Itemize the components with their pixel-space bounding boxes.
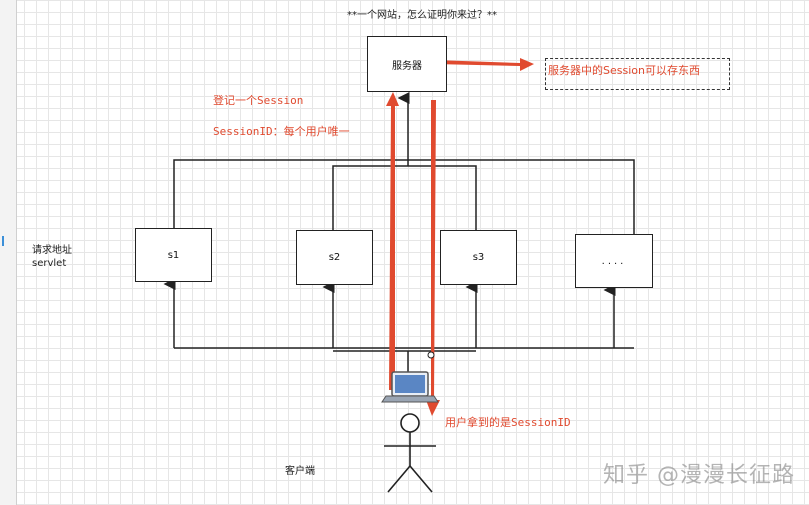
stick-figure-icon xyxy=(384,413,436,493)
left-toolbar xyxy=(0,0,17,505)
session-id-label: SessionID：每个用户唯一 xyxy=(213,125,350,138)
servlet-label: s2 xyxy=(328,252,341,263)
red-arrow-to-note xyxy=(434,58,534,71)
red-arrow-down xyxy=(426,100,440,416)
red-arrow-up xyxy=(386,92,399,390)
client-label: 客户端 xyxy=(285,466,315,477)
request-address-line1: 请求地址 xyxy=(32,245,72,256)
servlet-box-s3: s3 xyxy=(440,230,517,285)
session-note-text: 服务器中的Session可以存东西 xyxy=(548,64,700,77)
request-address-line2: servlet xyxy=(32,258,67,269)
register-session-label: 登记一个Session xyxy=(213,94,304,107)
toolbar-marker xyxy=(2,236,4,246)
user-gets-sessionid-label: 用户拿到的是SessionID xyxy=(445,416,571,429)
watermark: 知乎 @漫漫长征路 xyxy=(603,463,795,488)
top-bus-line xyxy=(173,159,635,234)
diagram-title: **一个网站，怎么证明你来过？** xyxy=(347,10,497,21)
connection-handle xyxy=(427,351,435,359)
server-label: 服务器 xyxy=(392,60,422,72)
server-box: 服务器 xyxy=(367,36,447,92)
request-address-label: 请求地址 servlet xyxy=(32,244,72,270)
servlet-label: .... xyxy=(601,255,627,267)
servlet-box-more: .... xyxy=(575,234,653,288)
servlet-box-s1: s1 xyxy=(135,228,212,282)
servlet-label: s3 xyxy=(472,252,485,263)
laptop-icon xyxy=(381,371,439,403)
inner-bus-line xyxy=(332,165,477,230)
servlet-box-s2: s2 xyxy=(296,230,373,285)
session-note: 服务器中的Session可以存东西 xyxy=(545,58,730,90)
servlet-label: s1 xyxy=(167,249,180,261)
